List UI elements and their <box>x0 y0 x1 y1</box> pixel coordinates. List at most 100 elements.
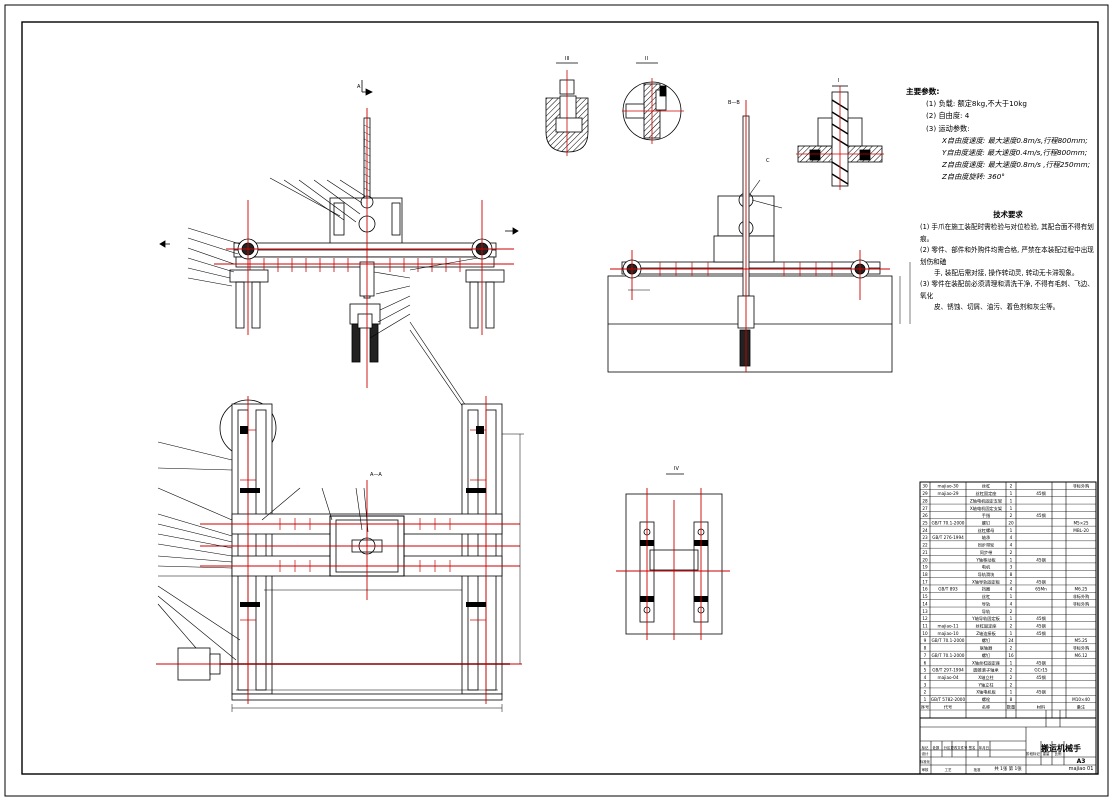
bom-cell: 1 <box>1010 616 1013 621</box>
bom-cell: majiao-30 <box>937 484 958 489</box>
bom-cell: GB/T 70.1-2000 <box>932 638 965 643</box>
title-block-label: 批准 <box>974 767 981 772</box>
motion-line-2: Y自由度速度: 最大速度0.4m/s,行程800mm; <box>942 148 1088 158</box>
bom-cell: GB/T 70.1-2000 <box>932 521 965 526</box>
bom-cell: 4 <box>1010 601 1013 606</box>
bom-cell: 22 <box>922 543 928 548</box>
bom-header-cell: 序号 <box>921 703 929 710</box>
bom-cell: 2 <box>1010 579 1013 584</box>
bom-cell: M6.25 <box>1075 587 1088 592</box>
bom-cell: 丝杠 <box>982 483 990 490</box>
section-label-a-front: A <box>357 84 361 90</box>
param-line-3: (3) 运动参数: <box>926 123 970 133</box>
bom-cell: 8 <box>924 646 927 651</box>
drawing-number: majiao 01 <box>1068 766 1094 772</box>
bom-cell: 6 <box>924 660 927 665</box>
bom-rows: 30 majiao-30 丝杠 2 非标外购 2 9 majiao-29 丝杠固定座 1 45钢 2 8… <box>920 483 1096 710</box>
title-block-label: 处数 <box>933 745 940 750</box>
bom-cell: 2 <box>1010 646 1013 651</box>
bom-cell: Y轴导轨固定板 <box>971 615 1000 622</box>
bom-cell: 10 <box>922 631 928 636</box>
bom-cell: GCr15 <box>1034 668 1048 673</box>
title-block-label: 标准化 <box>920 759 931 764</box>
bom-cell: 65Mn <box>1035 587 1047 592</box>
bom-cell: 1 <box>1010 690 1013 695</box>
bom-cell: 25 <box>922 521 928 526</box>
bom-cell: 非标外购 <box>1073 600 1090 607</box>
bom-cell: 1 <box>924 697 927 702</box>
bom-cell: 丝杠螺母 <box>978 527 995 534</box>
main-params-title: 主要参数: <box>906 87 940 96</box>
bom-cell: GB/T 893 <box>938 587 958 592</box>
bom-cell: 45钢 <box>1036 490 1046 497</box>
bom-cell: 45钢 <box>1036 630 1046 637</box>
bom-cell: 13 <box>922 609 928 614</box>
title-block-label: 重量 <box>1043 751 1050 756</box>
bom-cell: majiao-29 <box>937 491 958 496</box>
bom-cell: 导轨 <box>982 600 991 607</box>
bom-cell: X轴导轨固定板 <box>972 578 1001 585</box>
bom-cell: 30 <box>922 484 928 489</box>
outer-border <box>4 4 1109 797</box>
bom-header-cell: 代号 <box>944 703 952 710</box>
inner-border <box>21 21 1099 775</box>
bom-cell: 丝杠固定座 <box>976 622 997 629</box>
bom-cell: X轴丝杠固定座 <box>972 659 1000 666</box>
front-view <box>159 80 519 421</box>
section-label-iv: IV <box>674 466 679 472</box>
tech-req-line-5: 皮、锈蚀、切屑、油污、着色剂和灰尘等。 <box>934 303 1060 312</box>
bom-cell: GB/T 297-1994 <box>932 668 964 673</box>
bom-cell: 45钢 <box>1036 556 1046 563</box>
bom-cell: 挡圈 <box>982 586 990 593</box>
bom-cell: 2 <box>1010 513 1013 518</box>
bom-cell: 非标外购 <box>1073 483 1090 490</box>
bom-cell: 45钢 <box>1036 615 1046 622</box>
bom-cell: 11 <box>922 623 928 628</box>
bom-cell: 12 <box>922 616 928 621</box>
bom-cell: 16 <box>1008 653 1014 658</box>
bom-cell: GB/T 276-1994 <box>932 535 964 540</box>
bom-cell: 3 <box>1010 565 1013 570</box>
bom-cell: 45钢 <box>1036 578 1046 585</box>
bom-cell: M6.12 <box>1075 653 1088 658</box>
bom-cell: 4 <box>1010 535 1013 540</box>
title-block-grid <box>919 710 1097 775</box>
bom-cell: 丝杠固定座 <box>976 490 997 497</box>
bom-cell: 9 <box>924 638 927 643</box>
param-line-2: (2) 自由度: 4 <box>926 111 970 121</box>
bom-cell: 导轨滑块 <box>978 571 996 578</box>
tech-requirements-note: 技术要求 (1) 手爪在施工装配时需检验与对位检验, 其配合面不得有划痕。 (2… <box>920 209 1096 314</box>
bom-cell: 1 <box>1010 594 1013 599</box>
bom-cell: X轴立柱 <box>978 674 994 681</box>
title-block-label: 标记 <box>922 745 929 750</box>
bom-cell: 4 <box>924 675 927 680</box>
bom-cell: 非标外购 <box>1073 645 1090 652</box>
bom-cell: 45钢 <box>1036 689 1046 696</box>
motion-line-4: Z自由度旋转: 360° <box>942 172 1005 182</box>
tech-req-line-2: (2) 零件、部件和外购件均需合格, 严禁在本装配过程中出现划伤和磕 <box>920 246 1094 266</box>
bom-cell: 2 <box>1010 682 1013 687</box>
bom-cell: 18 <box>922 572 928 577</box>
bom-cell: majiao-11 <box>937 623 958 628</box>
bom-header-cell: 备注 <box>1077 703 1086 710</box>
bom-cell: 轴承 <box>982 534 991 541</box>
bom-cell: 4 <box>1010 543 1013 548</box>
tech-req-line-3: 手, 装配后需对接, 操作转动灵, 转动无卡滞现象。 <box>934 269 1079 278</box>
title-block-label: 阶段标记 <box>1026 751 1040 756</box>
bom-cell: 2 <box>1010 484 1013 489</box>
bom-cell: 5 <box>924 668 927 673</box>
section-label-c: C <box>766 158 770 164</box>
bom-cell: 手指 <box>982 512 990 519</box>
bom-cell: GB/T 5782-2000 <box>931 697 966 702</box>
bom-cell: 联轴器 <box>980 645 993 652</box>
bom-cell: 2 <box>1010 668 1013 673</box>
bom-cell: 同步带轮 <box>978 542 996 549</box>
motion-line-3: Z自由度速度: 最大速度0.8m/s ,行程250mm; <box>942 160 1091 170</box>
title-block-label: 年月日 <box>979 745 989 750</box>
bom-cell: 8 <box>1010 572 1013 577</box>
sheet-size: A3 <box>1076 758 1086 765</box>
detail-iii-view <box>545 62 589 156</box>
bom-cell: 45钢 <box>1036 512 1046 519</box>
bom-cell: 丝杠 <box>982 593 990 600</box>
bom-cell: Y轴立柱 <box>977 681 994 688</box>
